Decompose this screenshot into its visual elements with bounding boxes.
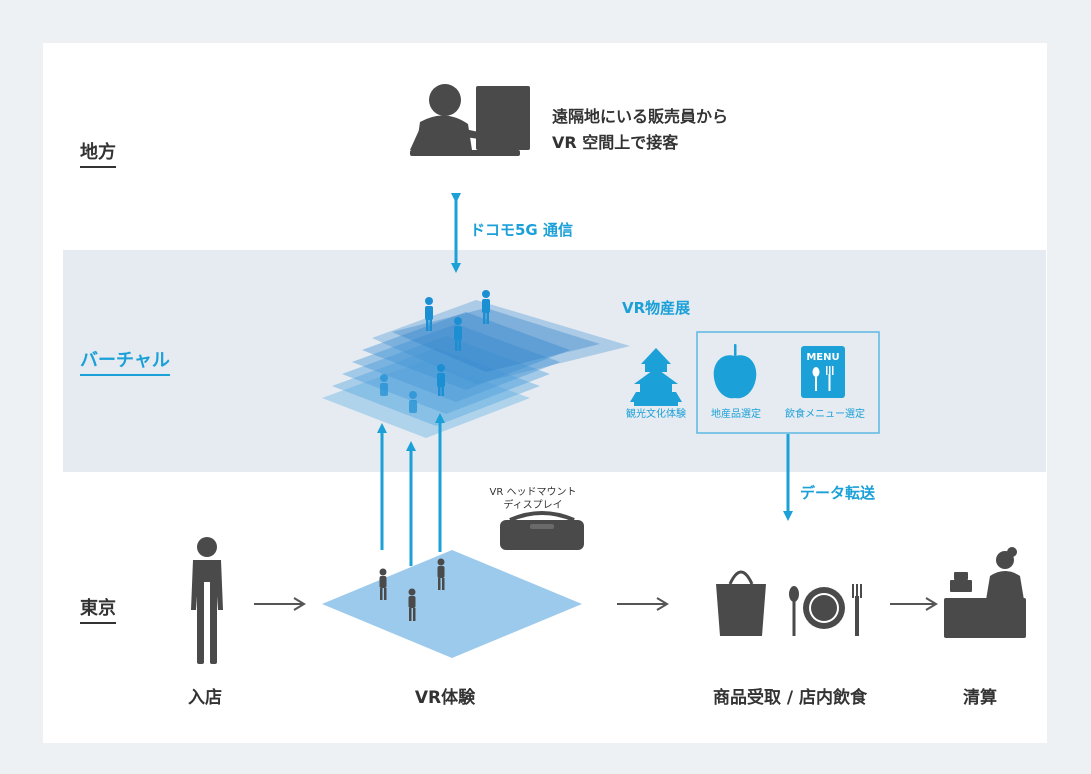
remote-staff-icon: [410, 84, 530, 156]
headset-caption-line2: ディスプレイ: [503, 500, 563, 511]
avatar-figures: [380, 290, 490, 413]
region-label-virtual: バーチャル: [80, 346, 170, 376]
stage-label-checkout: 清算: [963, 688, 997, 708]
region-label-rural: 地方: [80, 138, 116, 168]
region-label-tokyo: 東京: [80, 594, 116, 624]
remote-staff-caption-line2: VR 空間上で接客: [552, 133, 679, 152]
cashier-icon: [944, 547, 1026, 638]
headset-caption: VR ヘッドマウント ディスプレイ: [478, 486, 588, 512]
vr-expo-title: VR物産展: [622, 299, 691, 317]
remote-staff-caption-line1: 遠隔地にいる販売員から: [552, 107, 729, 126]
headset-caption-line1: VR ヘッドマウント: [489, 487, 577, 498]
expo-item-label-culture: 観光文化体験: [626, 409, 686, 420]
expo-item-label-menu: 飲食メニュー選定: [785, 409, 865, 420]
virtual-band: [63, 250, 1046, 472]
person-icon: [191, 537, 223, 664]
link-label: ドコモ5G 通信: [470, 221, 573, 239]
expo-items-frame: [696, 331, 880, 434]
castle-icon: [630, 348, 682, 406]
menu-badge-text: MENU: [806, 352, 839, 363]
bag-and-dish-icon: [716, 570, 862, 636]
menu-icon: MENU: [801, 346, 845, 398]
vr-headset-icon: [500, 511, 584, 550]
remote-staff-caption: 遠隔地にいる販売員から VR 空間上で接客: [552, 104, 728, 156]
stage-label-vr: VR体験: [414, 688, 476, 708]
vr-floor-icon: [322, 550, 582, 658]
expo-item-label-local-goods: 地産品選定: [711, 409, 761, 420]
virtual-space-layers-icon: [322, 300, 630, 438]
upload-arrows: [377, 413, 445, 566]
flow-arrows: [254, 597, 938, 611]
data-transfer-label: データ転送: [800, 484, 876, 502]
stage-label-pickup: 商品受取 / 店内飲食: [712, 688, 868, 708]
stage-label-enter: 入店: [188, 688, 222, 708]
apple-icon: [713, 344, 757, 399]
